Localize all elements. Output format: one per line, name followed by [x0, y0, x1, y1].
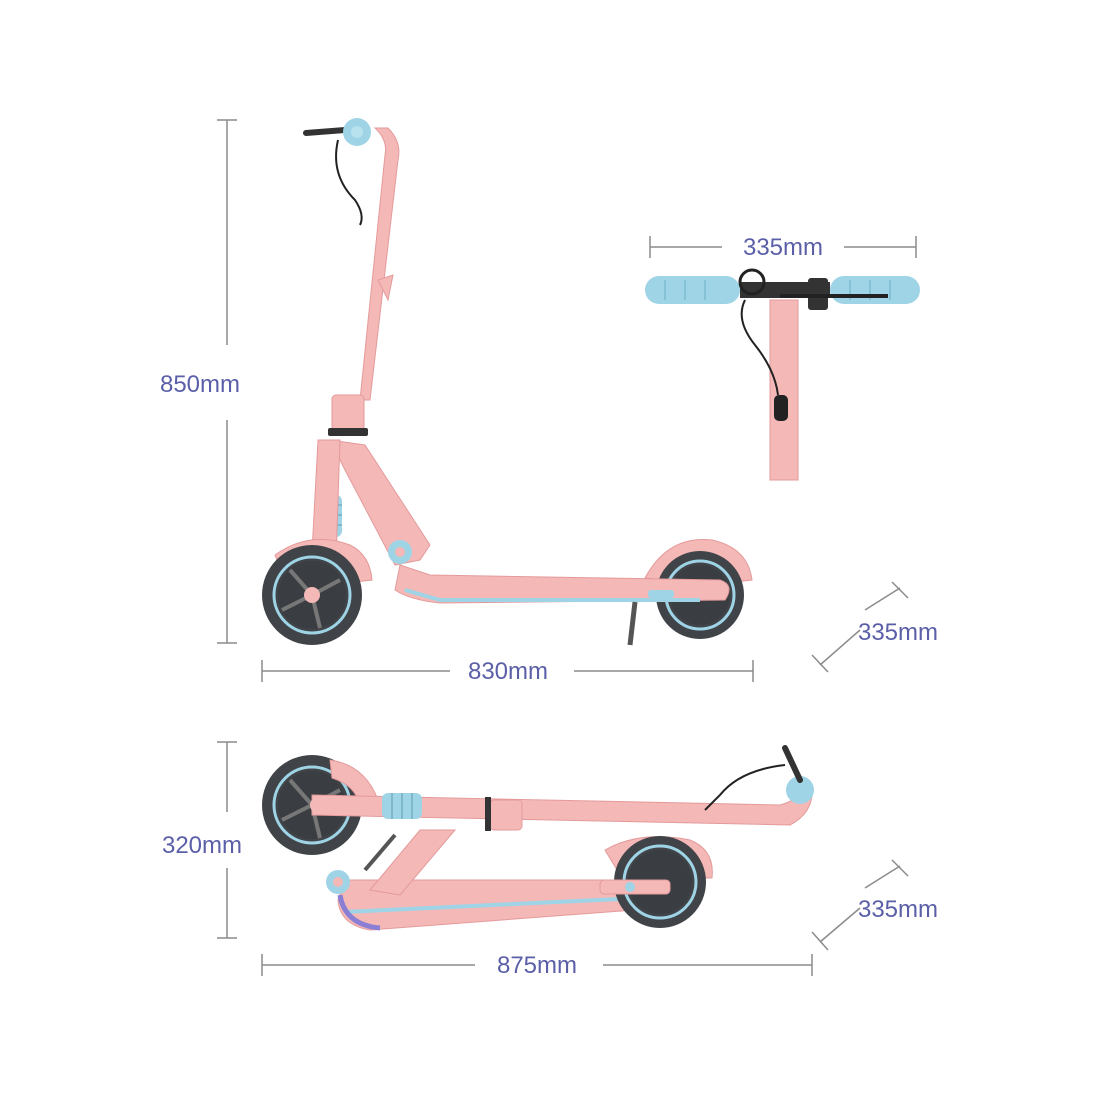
label-folded-length: 875mm — [497, 952, 577, 979]
label-unfolded-length: 830mm — [468, 658, 548, 685]
label-folded-height: 320mm — [162, 832, 242, 859]
label-folded-width: 335mm — [858, 896, 938, 923]
unfolded-front-wheel — [262, 545, 362, 645]
dim-unfolded-height: 850mm — [160, 119, 240, 644]
dim-folded-height: 320mm — [162, 741, 242, 939]
label-handlebar-width: 335mm — [743, 234, 823, 261]
dim-folded-width: 335mm — [811, 859, 938, 951]
handlebar-detail — [645, 268, 920, 481]
dim-unfolded-length: 830mm — [261, 658, 754, 685]
label-unfolded-width: 335mm — [858, 619, 938, 646]
dim-folded-length: 875mm — [261, 952, 813, 979]
label-unfolded-height: 850mm — [160, 371, 240, 398]
folded-scooter — [262, 745, 814, 931]
unfolded-scooter — [262, 118, 753, 646]
dim-unfolded-width: 335mm — [811, 581, 938, 673]
dim-handlebar-width: 335mm — [649, 234, 917, 261]
folded-front-spring — [382, 793, 422, 819]
